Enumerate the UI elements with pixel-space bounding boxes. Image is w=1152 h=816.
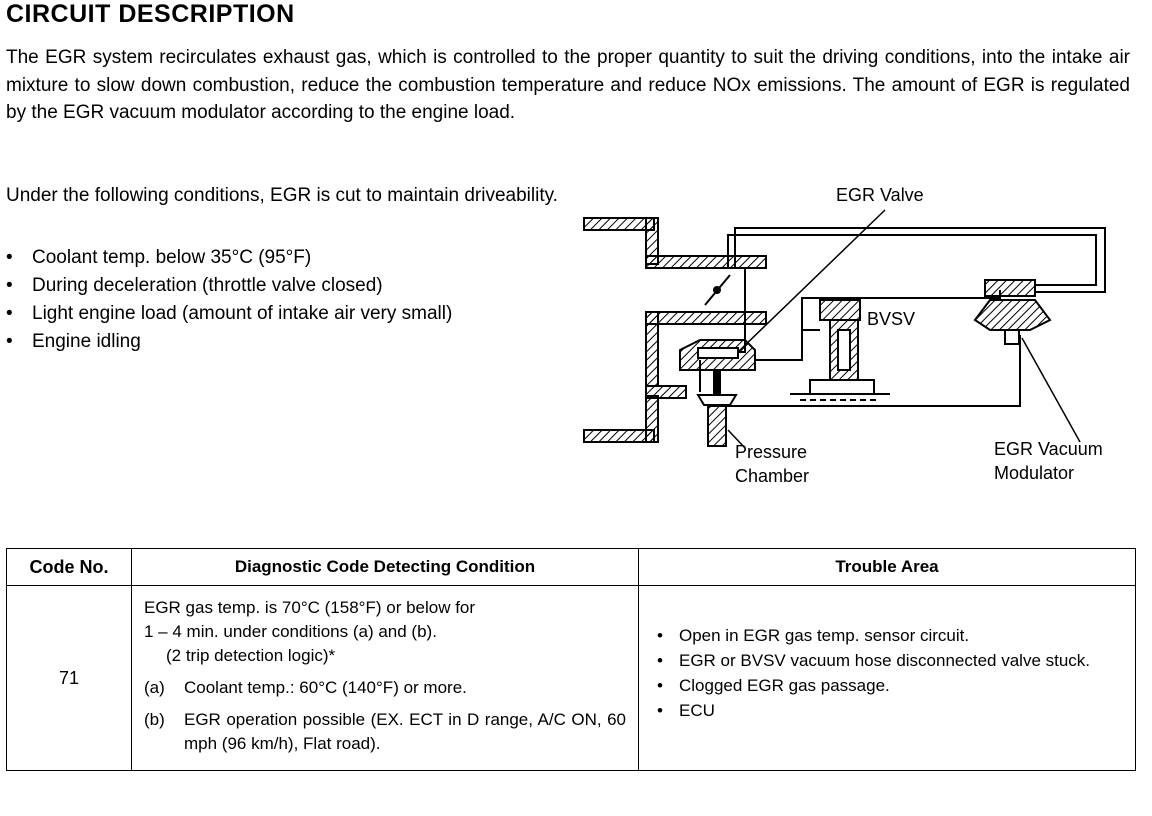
egr-system-diagram: EGR Valve BVSV Pressure Chamber EGR Vacu…	[580, 180, 1140, 500]
condition-b: (b) EGR operation possible (EX. ECT in D…	[144, 708, 626, 756]
condition-a-tag: (a)	[144, 678, 165, 697]
conditions-list: Coolant temp. below 35°C (95°F) During d…	[6, 244, 452, 356]
trouble-list: Open in EGR gas temp. sensor circuit. EG…	[653, 623, 1125, 723]
throttle-valve	[704, 274, 731, 306]
egr-diagram-drawing	[583, 209, 1106, 449]
conditions-lead: Under the following conditions, EGR is c…	[6, 185, 558, 206]
condition-b-tag: (b)	[144, 710, 165, 729]
label-pressure-chamber-1: Pressure	[735, 442, 808, 462]
condition-item: Light engine load (amount of intake air …	[6, 300, 452, 328]
condition-line: 1 – 4 min. under conditions (a) and (b).	[144, 622, 437, 641]
intro-paragraph: The EGR system recirculates exhaust gas,…	[6, 47, 1130, 123]
condition-line: (2 trip detection logic)*	[166, 646, 336, 665]
condition-item: During deceleration (throttle valve clos…	[6, 272, 452, 300]
label-leaders	[727, 209, 1081, 449]
label-modulator-1: EGR Vacuum	[994, 439, 1103, 459]
trouble-area-cell: Open in EGR gas temp. sensor circuit. EG…	[638, 585, 1136, 771]
diagnostic-code-table: Code No. Diagnostic Code Detecting Condi…	[6, 548, 1136, 771]
table-header-row: Code No. Diagnostic Code Detecting Condi…	[6, 548, 1136, 586]
header-trouble-area: Trouble Area	[638, 548, 1136, 586]
intake-manifold	[583, 217, 767, 443]
condition-line: EGR gas temp. is 70°C (158°F) or below f…	[144, 598, 476, 617]
trouble-item: ECU	[653, 698, 1125, 723]
condition-a-text: Coolant temp.: 60°C (140°F) or more.	[184, 678, 467, 697]
header-detecting-condition: Diagnostic Code Detecting Condition	[131, 548, 639, 586]
label-modulator-2: Modulator	[994, 463, 1075, 483]
condition-b-text: EGR operation possible (EX. ECT in D ran…	[184, 710, 626, 753]
code-number: 71	[6, 585, 132, 771]
trouble-item: EGR or BVSV vacuum hose disconnected val…	[653, 648, 1125, 673]
bvsv	[790, 299, 890, 401]
detecting-condition-cell: EGR gas temp. is 70°C (158°F) or below f…	[131, 585, 639, 771]
egr-valve	[679, 339, 756, 447]
page-title: CIRCUIT DESCRIPTION	[6, 0, 295, 28]
condition-item: Engine idling	[6, 328, 452, 356]
label-pressure-chamber-2: Chamber	[735, 466, 810, 486]
trouble-item: Open in EGR gas temp. sensor circuit.	[653, 623, 1125, 648]
label-egr-valve: EGR Valve	[836, 185, 924, 205]
condition-item: Coolant temp. below 35°C (95°F)	[6, 244, 452, 272]
table-row: 71 EGR gas temp. is 70°C (158°F) or belo…	[6, 585, 1136, 771]
condition-a: (a) Coolant temp.: 60°C (140°F) or more.	[144, 676, 626, 700]
header-code-no: Code No.	[6, 548, 132, 586]
egr-vacuum-modulator	[973, 279, 1052, 345]
trouble-item: Clogged EGR gas passage.	[653, 673, 1125, 698]
label-bvsv: BVSV	[867, 309, 916, 329]
